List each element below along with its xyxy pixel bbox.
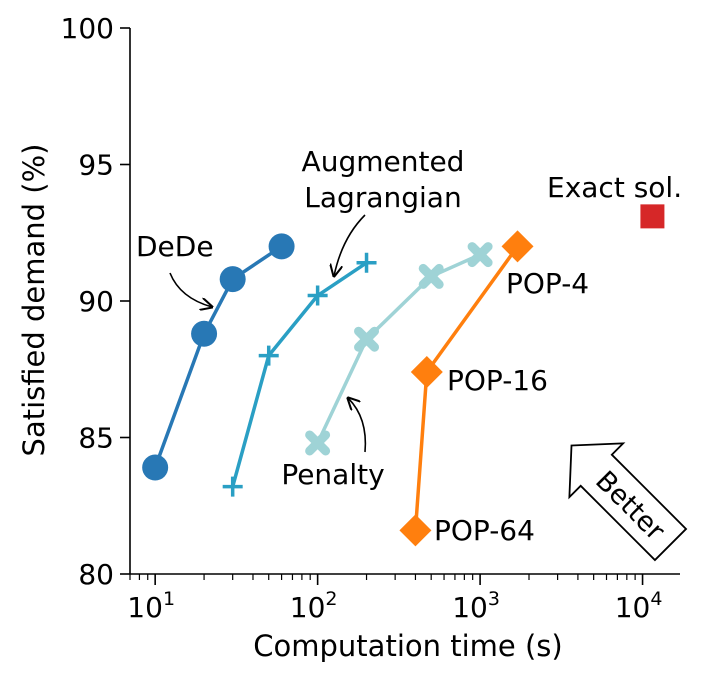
x-tick-label: 101 <box>127 588 175 624</box>
better-arrow-shape <box>568 442 688 562</box>
x-tick-label: 104 <box>615 588 663 624</box>
series-augmented-lagrangian <box>222 252 377 497</box>
x-tick-label: 103 <box>452 588 500 624</box>
data-point <box>142 454 169 481</box>
series-line <box>153 244 283 469</box>
y-tick-label: 80 <box>78 558 114 591</box>
series-dede <box>142 233 295 481</box>
annotation-augmented-arrow <box>334 214 366 276</box>
y-ticks: 80 85 90 95 100 <box>61 12 130 591</box>
x-axis-label: Computation time (s) <box>253 629 562 663</box>
data-point <box>305 430 331 456</box>
data-point <box>258 345 279 366</box>
exact-solution-point <box>640 204 665 229</box>
annotation-pop4: POP-4 <box>506 267 589 300</box>
data-point <box>219 266 246 293</box>
x-ticks: 101 102 103 104 <box>127 574 662 624</box>
better-arrow: Better <box>568 442 688 562</box>
data-point <box>354 326 380 352</box>
data-point <box>418 263 444 289</box>
points-layer <box>640 204 665 229</box>
data-point <box>191 320 218 347</box>
data-point <box>356 252 377 273</box>
data-point <box>222 476 243 497</box>
data-point <box>467 242 493 268</box>
series-penalty <box>305 242 493 456</box>
data-point <box>268 233 295 260</box>
data-point <box>307 285 328 306</box>
annotation-pop64: POP-64 <box>434 514 535 547</box>
data-point <box>410 355 443 388</box>
series-layer <box>142 230 534 547</box>
annotation-augmented-line1: Augmented <box>302 145 465 178</box>
annotation-dede: DeDe <box>136 230 214 263</box>
annotation-augmented-line2: Lagrangian <box>304 181 461 214</box>
annotation-penalty-arrow <box>348 398 367 453</box>
annotation-pop16: POP-16 <box>447 364 548 397</box>
annotation-dede-arrow <box>169 272 212 307</box>
y-tick-label: 90 <box>78 285 114 318</box>
annotation-penalty: Penalty <box>281 458 384 491</box>
series-line <box>230 261 368 488</box>
data-point <box>501 230 534 263</box>
y-tick-label: 85 <box>78 422 114 455</box>
x-tick-label: 102 <box>290 588 338 624</box>
annotation-exact: Exact sol. <box>547 171 682 204</box>
series-line <box>316 252 481 444</box>
y-tick-label: 100 <box>61 12 114 45</box>
data-point <box>399 514 432 547</box>
y-axis-label: Satisfied demand (%) <box>17 144 51 457</box>
series-pop <box>399 230 534 547</box>
y-tick-label: 95 <box>78 149 114 182</box>
